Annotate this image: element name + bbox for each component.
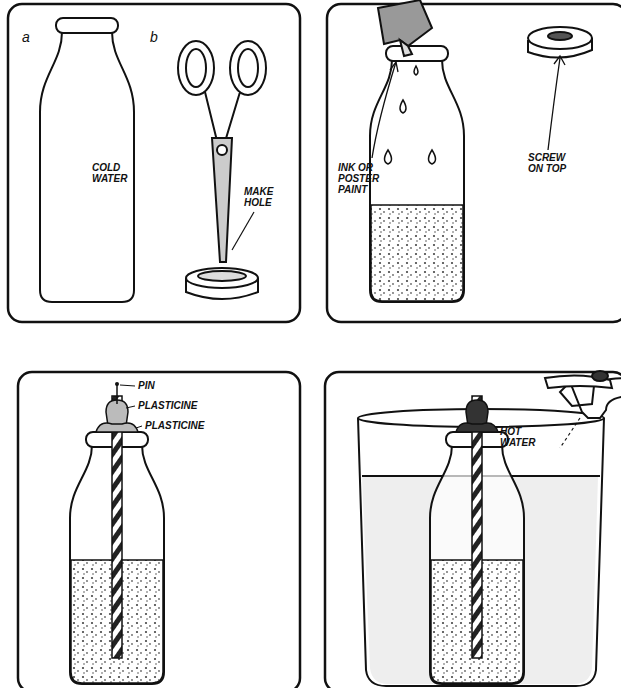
part-label: PLASTICINE (138, 400, 218, 411)
part-label: MAKE HOLE (244, 186, 286, 208)
scissors (178, 41, 266, 262)
panel-frame (8, 4, 300, 322)
plasticine (96, 400, 138, 432)
pin-head (115, 382, 119, 386)
bottle-lid (186, 268, 258, 299)
milk-bottle (370, 46, 464, 302)
leader-arrow (372, 56, 565, 158)
water-stream (560, 418, 580, 448)
straw (472, 396, 482, 658)
straw (112, 396, 122, 658)
plasticine (456, 400, 498, 432)
tap (545, 371, 621, 418)
panel-frame (327, 4, 621, 322)
part-label: COLD WATER (92, 162, 132, 184)
leader-line (232, 212, 254, 250)
part-label: PLASTICINE (145, 420, 225, 431)
milk-bottle (40, 18, 134, 302)
panel-frame (18, 372, 300, 688)
part-letter: b (150, 30, 170, 45)
part-label: INK OR POSTER PAINT (338, 162, 390, 195)
screw-top (528, 27, 592, 58)
part-label: PIN (138, 380, 178, 391)
ink-drop (385, 66, 436, 164)
panel-frame (325, 372, 621, 688)
pin (116, 384, 118, 404)
part-label: HOT WATER (500, 426, 540, 448)
part-label: SCREW ON TOP (528, 152, 578, 174)
part-letter: a (22, 30, 42, 45)
ink-bottle (378, 0, 432, 56)
